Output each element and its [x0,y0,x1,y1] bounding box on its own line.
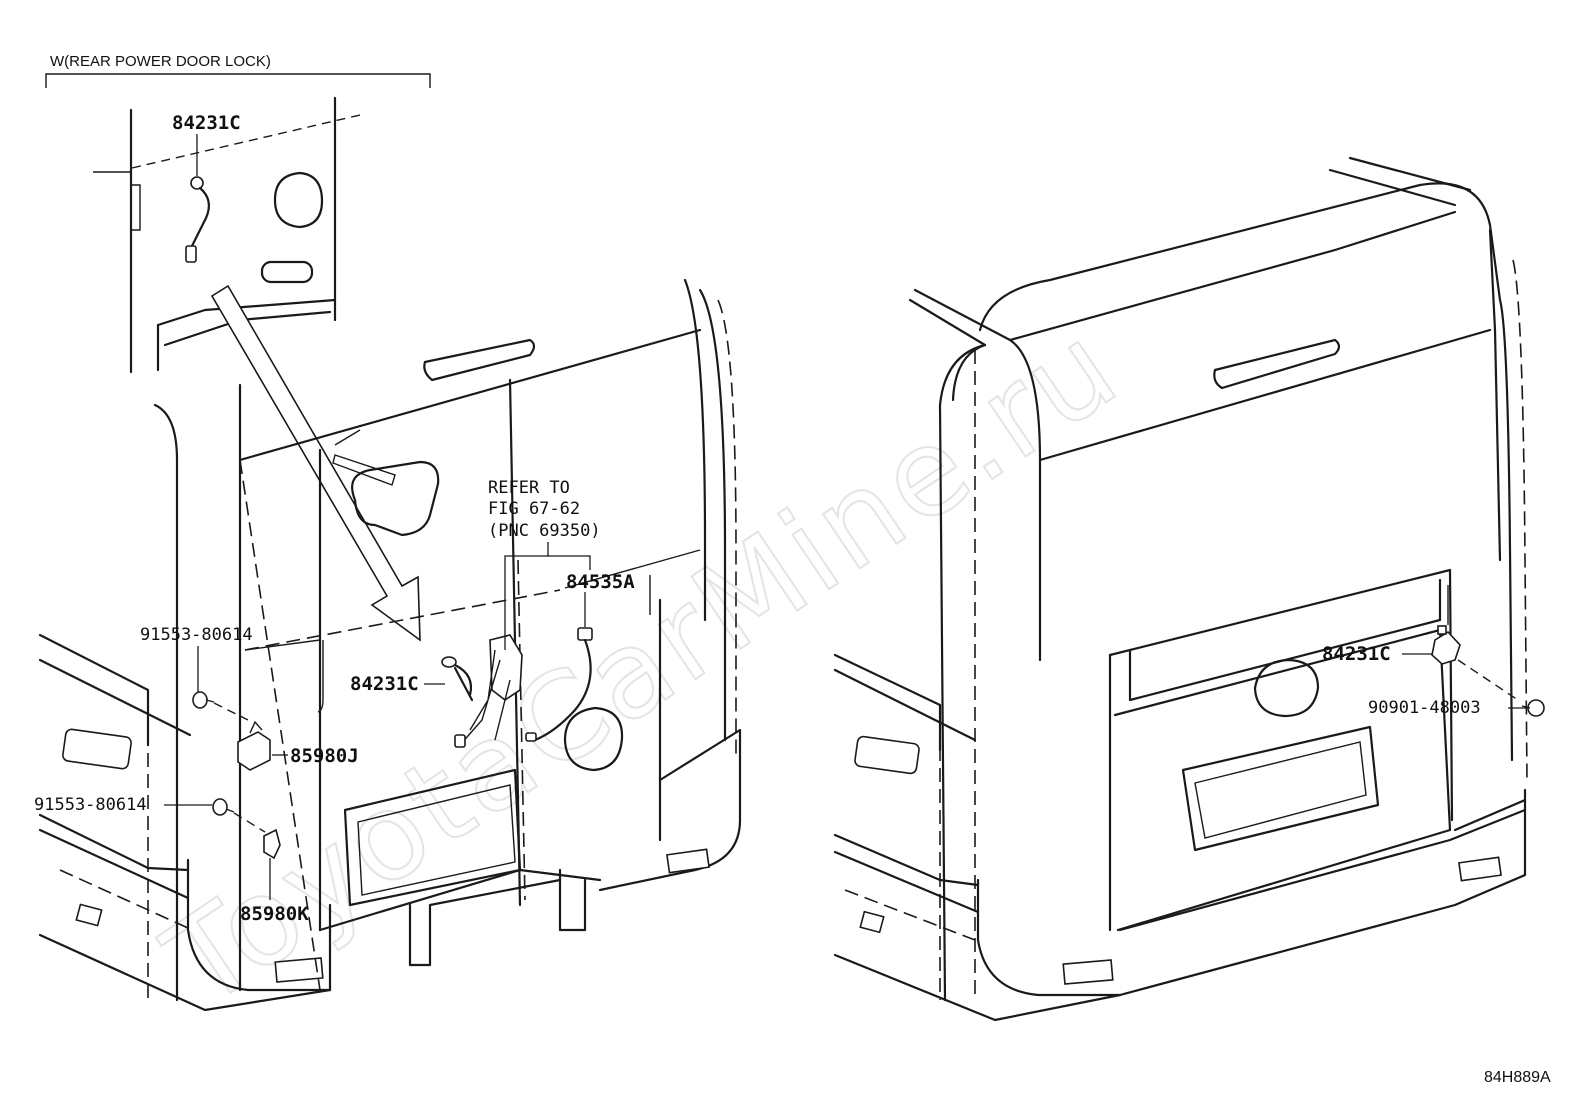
part-85980j [237,720,271,771]
part-90901 [1521,699,1545,717]
part-91553-bot [212,798,266,833]
note-line-1: REFER TO [488,478,570,498]
callout-84231c-right: 84231C [1322,643,1391,665]
callout-84231c-inset: 84231C [172,112,241,134]
right-van-illustration [833,156,1528,1022]
part-85980k [263,828,281,860]
right-van-parts [1431,625,1545,717]
pointer-arrow [210,284,421,642]
part-84231c-inset [185,176,211,263]
callout-85980k: 85980K [240,903,309,925]
callout-91553-top: 91553-80614 [140,625,253,645]
left-callouts: 84231C REFER TO FIG 67-62 (PNC 69350) 84… [34,112,635,925]
callout-84535a: 84535A [566,571,635,593]
variant-bracket: W(REAR POWER DOOR LOCK) [45,53,431,88]
callout-85980j: 85980J [290,745,359,767]
note-line-2: FIG 67-62 [488,499,580,519]
figure-code: 84H889A [1484,1069,1551,1086]
part-84231c-right [1431,625,1461,665]
part-91553-top [192,691,249,721]
callout-90901: 90901-48003 [1368,698,1481,718]
right-callouts: 84231C 90901-48003 [1322,643,1526,718]
variant-label: W(REAR POWER DOOR LOCK) [50,53,271,70]
callout-91553-bot: 91553-80614 [34,795,147,815]
inset-panel [93,96,361,374]
note-line-3: (PNC 69350) [488,521,601,541]
part-84535a [525,627,593,742]
callout-84231c-mid: 84231C [350,673,419,695]
left-van-illustration [38,96,742,1012]
left-van-parts [185,176,593,860]
part-84231c-door [441,634,523,748]
